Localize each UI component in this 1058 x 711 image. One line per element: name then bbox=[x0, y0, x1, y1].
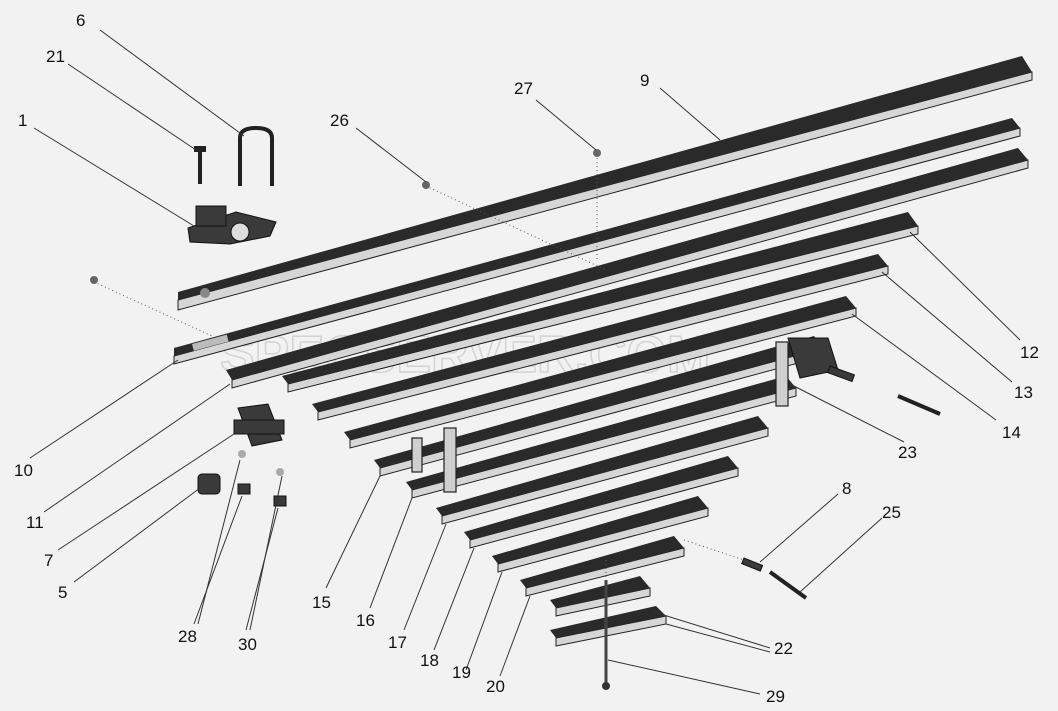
label-11: 11 bbox=[26, 513, 44, 532]
leaf-stack bbox=[173, 56, 1033, 647]
leaf-9 bbox=[177, 56, 1033, 311]
clamp-23-left bbox=[411, 427, 457, 493]
leader-lines bbox=[29, 29, 1021, 695]
label-30: 30 bbox=[238, 635, 257, 654]
label-8: 8 bbox=[842, 479, 851, 498]
nut-26 bbox=[422, 181, 430, 189]
label-18: 18 bbox=[420, 651, 439, 670]
bolt-25 bbox=[768, 570, 808, 600]
label-13: 13 bbox=[1014, 383, 1033, 402]
leaf-12 bbox=[282, 212, 919, 393]
label-27: 27 bbox=[514, 79, 533, 98]
label-9: 9 bbox=[640, 71, 649, 90]
label-12: 12 bbox=[1020, 343, 1039, 362]
nut-left bbox=[90, 276, 98, 284]
leaf-16 bbox=[406, 376, 797, 499]
center-bolt-29 bbox=[602, 580, 610, 690]
label-5: 5 bbox=[58, 583, 67, 602]
label-28: 28 bbox=[178, 627, 197, 646]
pad-5 bbox=[197, 473, 221, 495]
label-16: 16 bbox=[356, 611, 375, 630]
leaf-18 bbox=[464, 456, 739, 549]
bolt-upper-right bbox=[826, 365, 941, 416]
u-bolt-6 bbox=[238, 125, 274, 186]
label-20: 20 bbox=[486, 677, 505, 696]
label-25: 25 bbox=[882, 503, 901, 522]
clamp-23-right bbox=[775, 337, 839, 407]
label-7: 7 bbox=[44, 551, 53, 570]
leaf-19 bbox=[492, 496, 709, 573]
label-10: 10 bbox=[14, 461, 33, 480]
leaf-14 bbox=[344, 296, 857, 449]
bracket-1 bbox=[187, 205, 277, 245]
label-29: 29 bbox=[766, 687, 785, 706]
bolt-8 bbox=[741, 557, 764, 572]
bracket-7 bbox=[233, 403, 285, 447]
nut-27 bbox=[593, 149, 601, 157]
label-26: 26 bbox=[330, 111, 349, 130]
label-23: 23 bbox=[898, 443, 917, 462]
leaf-11 bbox=[226, 148, 1029, 389]
label-6: 6 bbox=[76, 11, 85, 30]
washers-28-30 bbox=[237, 450, 287, 507]
leaf-20 bbox=[520, 536, 685, 597]
label-22: 22 bbox=[774, 639, 793, 658]
label-15: 15 bbox=[312, 593, 331, 612]
callout-labels: 6 21 1 26 27 9 12 13 14 23 10 11 7 5 15 … bbox=[14, 11, 1039, 706]
label-21: 21 bbox=[46, 47, 65, 66]
label-19: 19 bbox=[452, 663, 471, 682]
bolt-21 bbox=[194, 146, 206, 184]
label-17: 17 bbox=[388, 633, 407, 652]
label-14: 14 bbox=[1002, 423, 1021, 442]
label-1: 1 bbox=[18, 111, 27, 130]
leaf-13 bbox=[312, 254, 889, 421]
leaf-17 bbox=[436, 416, 769, 525]
leaf-22-upper bbox=[550, 576, 651, 617]
